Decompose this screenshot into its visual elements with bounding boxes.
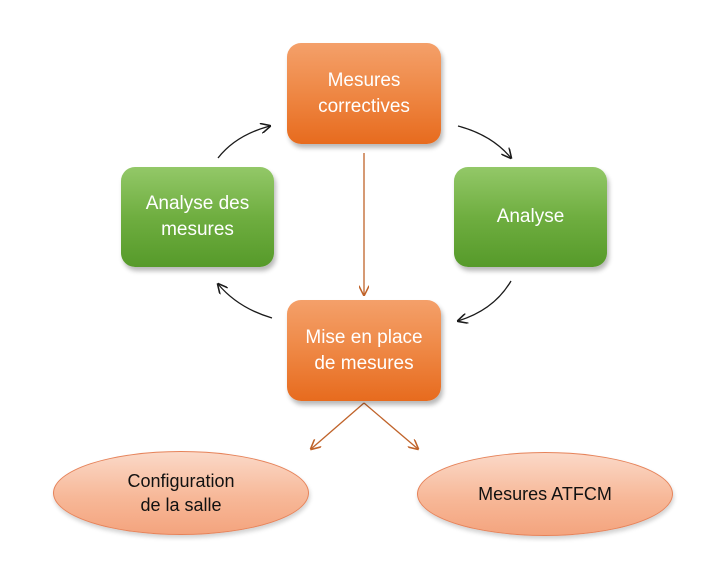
node-mise-en-place-label: Mise en place de mesures xyxy=(305,326,423,374)
node-configuration-salle-label: Configuration de la salle xyxy=(127,470,235,515)
node-analyse-label: Analyse xyxy=(496,206,565,228)
node-mise-en-place: Mise en place de mesures xyxy=(287,300,441,401)
node-mesures-correctives-label: Mesures correctives xyxy=(318,69,410,117)
arrow-mise-en-place-to-configuration xyxy=(311,402,365,449)
node-analyse: Analyse xyxy=(454,167,607,267)
node-analyse-des-mesures-label: Analyse des mesures xyxy=(145,193,250,240)
node-mesures-atfcm: Mesures ATFCM xyxy=(417,452,673,536)
arrow-mise-en-place-to-mesures-atfcm xyxy=(363,402,418,449)
node-mesures-atfcm-label: Mesures ATFCM xyxy=(478,483,612,504)
node-mesures-correctives: Mesures correctives xyxy=(287,43,441,144)
arrow-analyse-des-mesures-to-mesures-correctives xyxy=(217,126,270,159)
node-analyse-des-mesures: Analyse des mesures xyxy=(121,167,274,267)
node-configuration-salle: Configuration de la salle xyxy=(53,451,309,535)
arrow-mesures-correctives-to-analyse xyxy=(457,125,511,158)
arrow-analyse-to-mise-en-place xyxy=(458,280,512,321)
arrow-mise-en-place-to-analyse-des-mesures xyxy=(218,284,273,319)
